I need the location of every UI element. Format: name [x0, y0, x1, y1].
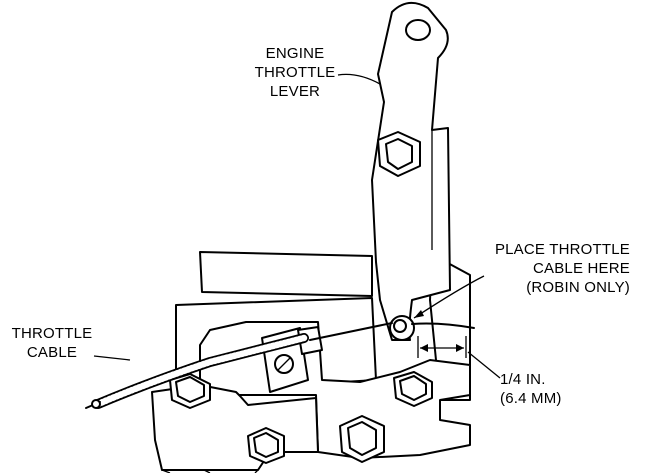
engine-throttle-lever: [371, 1, 451, 341]
cable-attachment-ball: [389, 315, 415, 341]
label-throttle-cable-line-1: THROTTLE: [11, 325, 93, 342]
bolt-bracket-bottom-left: [247, 427, 285, 464]
label-measurement-line-2: (6.4 MM): [500, 390, 562, 407]
label-measurement: 1/4 IN. (6.4 MM): [500, 370, 590, 408]
bolt-bracket-left: [169, 373, 211, 409]
label-place-throttle-cable: PLACE THROTTLE CABLE HERE (ROBIN ONLY): [468, 240, 630, 297]
label-throttle-cable: THROTTLE CABLE: [4, 324, 100, 362]
bolt-bracket-bottom-right: [339, 415, 385, 463]
leader-lines: [93, 73, 501, 379]
label-engine-throttle-lever: ENGINE THROTTLE LEVER: [252, 44, 338, 101]
label-engine-line-2: THROTTLE: [254, 64, 336, 81]
label-engine-line-1: ENGINE: [265, 45, 325, 62]
bolt-bracket-right: [393, 371, 433, 407]
label-throttle-cable-line-2: CABLE: [26, 344, 78, 361]
label-place-line-2: CABLE HERE: [532, 260, 630, 277]
label-measurement-line-1: 1/4 IN.: [500, 371, 546, 388]
measurement-dimension: [417, 336, 467, 358]
label-engine-line-3: LEVER: [269, 83, 321, 100]
label-place-line-1: PLACE THROTTLE: [494, 241, 630, 258]
lever-pivot-nut: [377, 131, 421, 177]
label-place-line-3: (ROBIN ONLY): [526, 279, 630, 296]
throttle-cable: [85, 322, 475, 409]
